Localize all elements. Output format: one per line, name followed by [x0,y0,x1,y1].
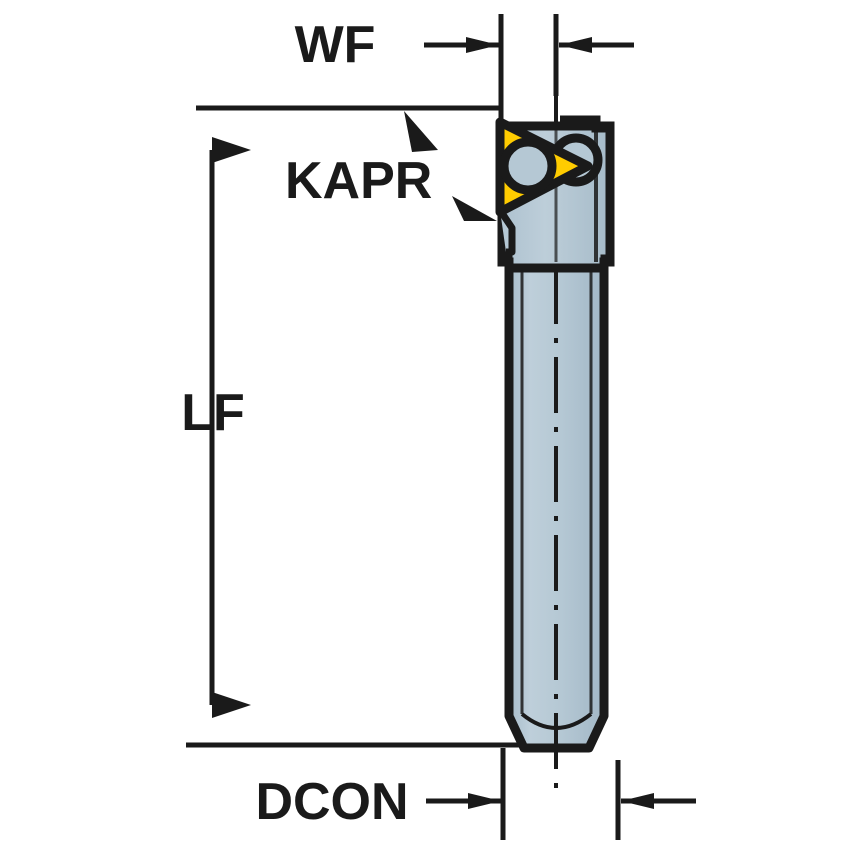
dimension-wf: WF [295,14,634,122]
kapr-arrow-lower [452,196,497,221]
insert-clamp-lip [497,208,516,256]
shank-bottom-chamfer-left [506,714,527,746]
kapr-arrow-upper [404,111,438,152]
head-shoulder-right [600,254,610,268]
lf-label: LF [181,384,245,442]
dimension-dcon: DCON [255,748,696,840]
callout-kapr: KAPR [196,105,503,221]
tool-head-top-step [560,115,615,140]
kapr-label: KAPR [285,152,432,210]
tool-body-group [495,18,615,800]
insert-hole [499,137,557,195]
dimension-lf: LF [181,105,520,748]
shank-bottom-chamfer-right [586,714,607,746]
dcon-label: DCON [255,773,408,831]
wf-label: WF [295,16,376,74]
